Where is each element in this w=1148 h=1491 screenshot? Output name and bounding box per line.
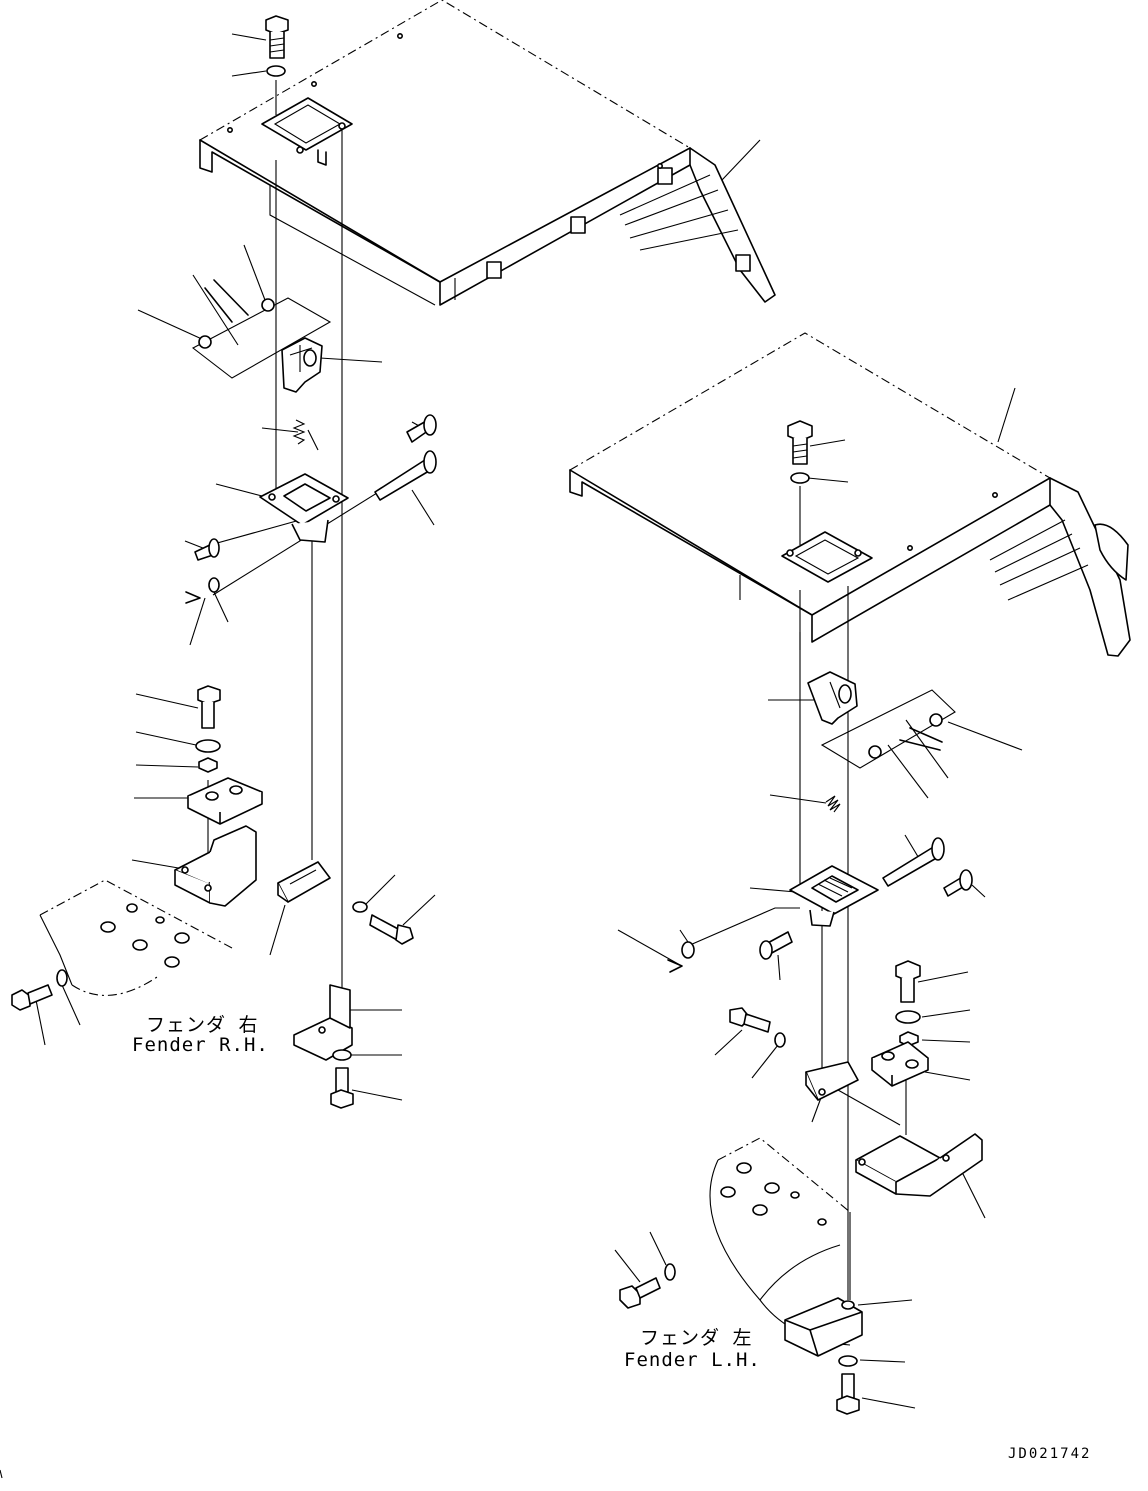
rh-latch-plate [259,473,349,543]
rh-latch-receiver [277,861,331,903]
fender-rh-label-en: Fender R.H. [132,1034,269,1056]
lh-spring [825,795,841,813]
lh-top-bolt [787,420,813,465]
fender-rh-mount-hole [486,261,502,279]
lh-mount-bolt [895,960,921,1003]
rh-side-washer [352,901,368,913]
fender-rh-label-jp: フェンダ 右 [146,1014,259,1036]
lh-mount-washer [895,1010,921,1024]
lh-pin-washer [681,941,695,959]
lh-fender-bolt [619,1277,661,1309]
lh-bracket [855,1133,983,1197]
lh-lower-pin [759,931,793,960]
fender-lh-section [709,1137,851,1346]
fender-lh-label-jp: フェンダ 左 [640,1327,753,1349]
fender-rh-bracket-plate [261,97,353,166]
fender-rh-mount-hole [570,216,586,234]
lh-short-pin [943,869,973,897]
rh-top-bolt [265,15,289,59]
rh-lower-bracket [293,984,353,1061]
rh-lower-washer [332,1049,352,1061]
rh-latch-hook [281,337,323,393]
rh-short-pin [406,414,437,443]
rh-mount-washer [195,739,221,753]
fender-lh-bracket-plate [781,531,873,583]
lh-long-pin [882,837,945,887]
lh-latch-hook [807,671,858,725]
lh-latch-receiver [805,1061,859,1101]
rh-mount-nut [198,757,218,773]
lh-side-washer [774,1032,786,1048]
fender-lh-panel [569,332,1131,657]
rh-spring [292,419,306,445]
rh-long-pin [374,450,437,501]
fender-rh-mount-hole [735,254,751,272]
fender-rh-section [39,879,233,996]
rh-shim-plate [191,279,332,379]
rh-cotter-pin [185,591,201,604]
rh-top-washer [266,65,286,77]
lh-shim-plate [820,689,956,769]
rh-fender-bolt [11,984,53,1011]
lh-lower-bolt [836,1373,860,1415]
rh-fender-washer [56,969,68,987]
rh-mount-bolt [197,685,221,729]
fender-rh-mount-hole [657,167,673,185]
drawing-number: JD021742 [1008,1446,1092,1462]
rh-pin-washer [208,577,220,593]
lh-fender-washer [664,1263,676,1281]
lh-latch-plate [789,865,879,927]
lh-lower-washer [838,1355,858,1367]
lh-cotter-pin [667,959,683,973]
rh-lower-pin [194,538,220,561]
rh-spacer-block [187,777,263,825]
lh-lower-bracket [784,1297,863,1357]
lh-side-bolt [729,1007,771,1033]
lh-mount-nut [899,1031,919,1047]
rh-side-bolt [369,914,414,945]
rh-bracket [174,825,257,907]
lh-top-washer [790,472,810,484]
fender-rh-panel [199,0,776,306]
lh-spacer-block [871,1041,929,1087]
rh-lower-bolt [330,1067,354,1109]
fender-lh-label-en: Fender L.H. [624,1349,761,1371]
